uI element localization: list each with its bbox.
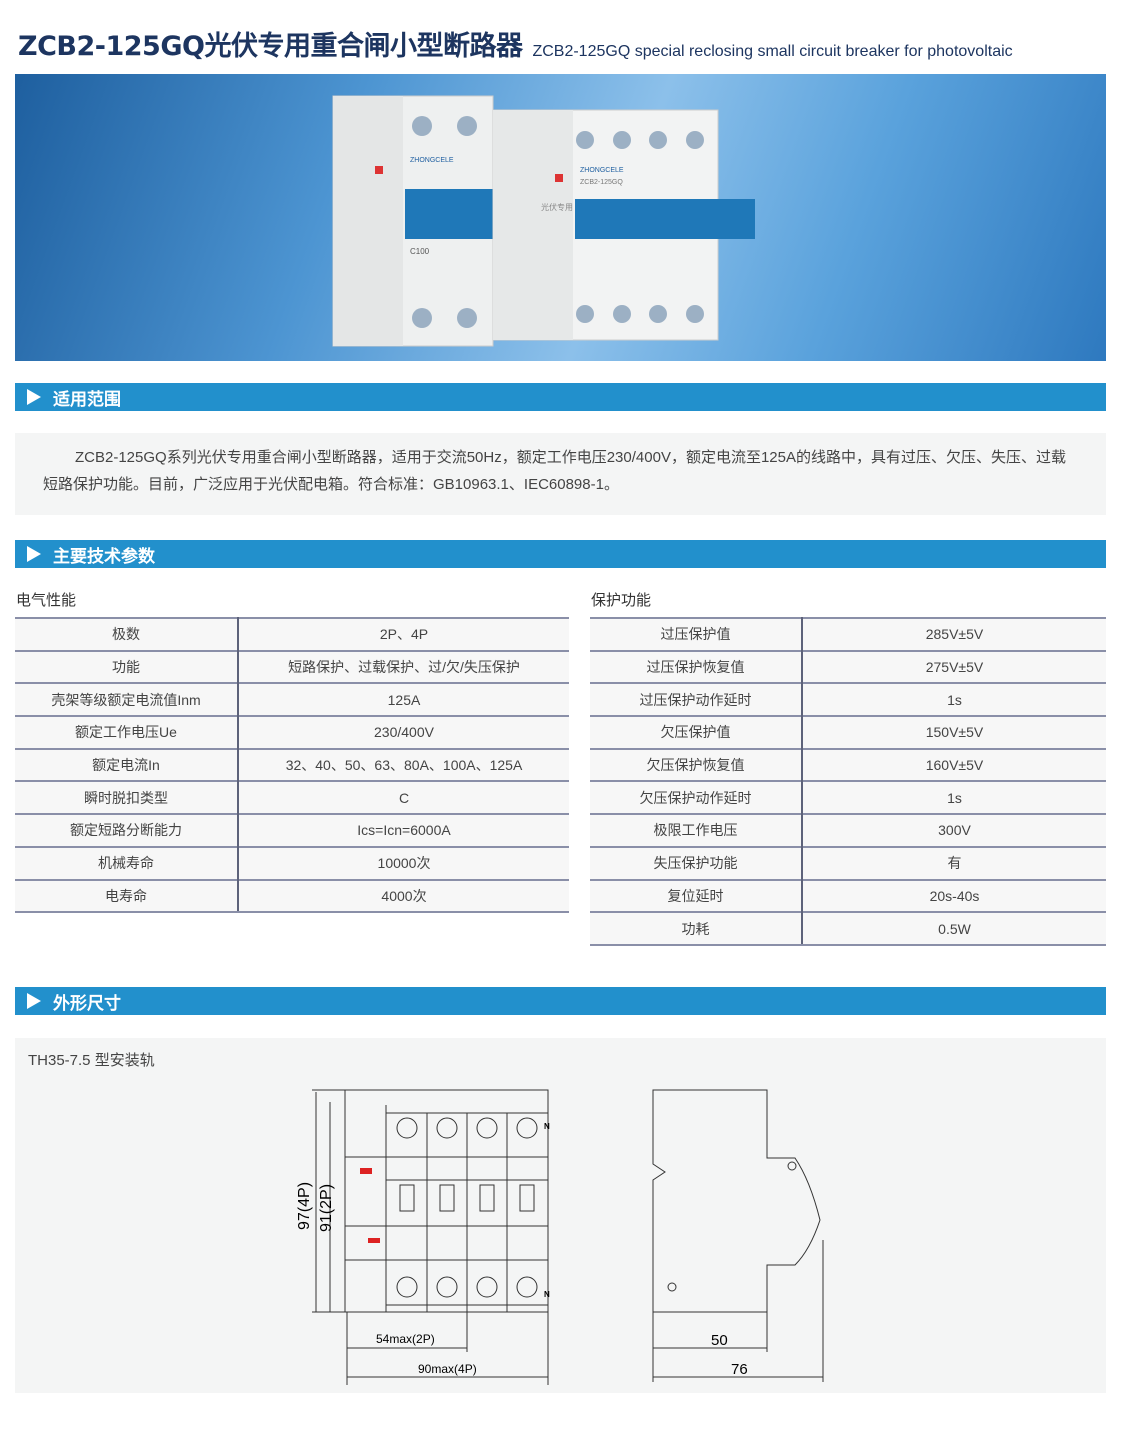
dim-side-76: 76: [731, 1361, 748, 1378]
electrical-title: 电气性能: [16, 592, 77, 609]
page-title: ZCB2-125GQ光伏专用重合闸小型断路器 ZCB2-125GQ specia…: [18, 24, 1013, 63]
param-value: 230/400V: [238, 715, 569, 749]
param-value: 4000次: [238, 878, 569, 914]
param-name: 过压保护值: [590, 617, 803, 651]
neutral-label-top: N: [544, 1122, 550, 1131]
param-name: 额定短路分断能力: [15, 813, 239, 847]
param-name: 电寿命: [15, 878, 239, 914]
title-zh: ZCB2-125GQ光伏专用重合闸小型断路器: [18, 31, 523, 62]
section-title: 主要技术参数: [53, 546, 155, 566]
param-value: 1s: [802, 780, 1106, 815]
param-value: 285V±5V: [802, 617, 1106, 651]
section-bar-params: 主要技术参数: [15, 540, 1106, 568]
front-view-drawing: [312, 1089, 549, 1385]
dim-height-2p: 91(2P): [318, 1184, 335, 1232]
dim-height-4p: 97(4P): [296, 1182, 313, 1230]
param-name: 极限工作电压: [590, 813, 803, 847]
param-value: 150V±5V: [802, 715, 1106, 749]
param-name: 功能: [15, 649, 239, 684]
neutral-label-bottom: N: [544, 1290, 550, 1299]
param-name: 欠压保护值: [590, 715, 803, 749]
param-value: 32、40、50、63、80A、100A、125A: [238, 747, 569, 782]
triangle-icon: [27, 389, 41, 405]
table-row: 功能短路保护、过载保护、过/欠/失压保护: [15, 649, 569, 684]
param-value: 2P、4P: [238, 617, 569, 651]
param-name: 壳架等级额定电流值Inm: [15, 682, 239, 717]
triangle-icon: [27, 546, 41, 562]
section-bar-dimensions: 外形尺寸: [15, 987, 1106, 1015]
param-value: 125A: [238, 682, 569, 717]
svg-text:ZCB2-125GQ: ZCB2-125GQ: [580, 179, 623, 186]
svg-text:ZHONGCELE: ZHONGCELE: [410, 157, 454, 164]
title-en: ZCB2-125GQ special reclosing small circu…: [532, 43, 1013, 60]
product-photo: ZHONGCELE C100 ZHONGCELE ZCB2-125GQ 光伏专用: [332, 95, 755, 347]
param-name: 欠压保护动作延时: [590, 780, 803, 815]
param-value: 160V±5V: [802, 747, 1106, 782]
param-value: 短路保护、过载保护、过/欠/失压保护: [238, 649, 569, 684]
param-name: 额定工作电压Ue: [15, 715, 239, 749]
dim-width-4p: 90max(4P): [418, 1362, 477, 1376]
section-title: 适用范围: [53, 389, 121, 409]
param-value: 有: [802, 845, 1106, 880]
param-value: 20s-40s: [802, 878, 1106, 913]
table-row: 失压保护功能有: [590, 845, 1106, 880]
param-name: 机械寿命: [15, 845, 239, 880]
param-name: 极数: [15, 617, 239, 651]
product-banner: ZHONGCELE C100 ZHONGCELE ZCB2-125GQ 光伏专用: [15, 74, 1106, 361]
section-bar-scope: 适用范围: [15, 383, 1106, 411]
rail-label: TH35-7.5 型安装轨: [28, 1052, 155, 1069]
svg-text:ZHONGCELE: ZHONGCELE: [580, 167, 624, 174]
protection-title: 保护功能: [591, 592, 652, 609]
dim-width-2p: 54max(2P): [376, 1332, 435, 1346]
param-value: 10000次: [238, 845, 569, 880]
side-view-drawing: [652, 1089, 824, 1382]
param-value: C: [238, 780, 569, 815]
section-title: 外形尺寸: [53, 993, 121, 1013]
param-name: 复位延时: [590, 878, 803, 913]
param-name: 过压保护动作延时: [590, 682, 803, 717]
dim-side-50: 50: [711, 1332, 728, 1349]
param-value: 275V±5V: [802, 649, 1106, 684]
param-value: 1s: [802, 682, 1106, 717]
triangle-icon: [27, 993, 41, 1009]
svg-text:光伏专用: 光伏专用: [541, 202, 573, 212]
breaker-4p: ZHONGCELE ZCB2-125GQ 光伏专用: [492, 109, 755, 341]
param-value: 0.5W: [802, 911, 1106, 946]
param-name: 额定电流In: [15, 747, 239, 782]
param-name: 过压保护恢复值: [590, 649, 803, 684]
dimension-panel: [15, 1038, 1106, 1393]
param-value: Ics=Icn=6000A: [238, 813, 569, 847]
param-name: 瞬时脱扣类型: [15, 780, 239, 815]
param-name: 失压保护功能: [590, 845, 803, 880]
param-name: 功耗: [590, 911, 803, 946]
param-value: 300V: [802, 813, 1106, 847]
svg-text:C100: C100: [410, 247, 430, 256]
param-name: 欠压保护恢复值: [590, 747, 803, 782]
scope-description: ZCB2-125GQ系列光伏专用重合闸小型断路器，适用于交流50Hz，额定工作电…: [15, 433, 1106, 515]
